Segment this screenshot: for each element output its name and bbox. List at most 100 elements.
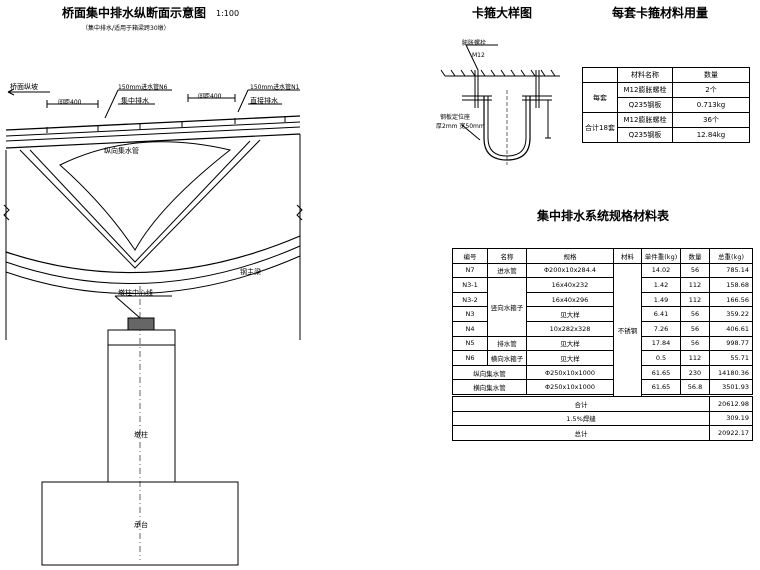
table-cell: Q235钢板	[617, 97, 673, 113]
table-cell: 1.49	[641, 291, 681, 308]
header-cell: 编号	[452, 248, 488, 264]
summary-label: 1.5%焊缝	[452, 410, 710, 427]
table-cell: N3	[452, 306, 488, 322]
table-row: N7 进水管 Φ200x10x284.4 不锈钢 14.02 56 785.14	[452, 262, 753, 397]
table-row: Q235钢板 12.84kg	[583, 127, 750, 143]
header-cell: 规格	[526, 248, 614, 264]
summary-value: 20922.17	[709, 425, 753, 441]
table-cell: 998.77	[709, 335, 753, 352]
table-cell: 12.84kg	[672, 127, 750, 143]
table-row: 纵向集水管 Φ250x10x1000 61.65 230 14180.36	[452, 364, 753, 381]
label-cap: 承台	[134, 521, 148, 529]
left-drawing-title: 桥面集中排水纵断面示意图	[62, 6, 207, 20]
table-cell: N4	[452, 320, 488, 337]
materials-table: 材料名称 数量 每套 M12膨胀螺栓 2个 Q235钢板 0.713kg 合计1…	[582, 67, 750, 143]
table-cell: 56	[680, 306, 710, 322]
table-cell: M12膨胀螺栓	[617, 112, 673, 128]
table-cell: 55.71	[709, 350, 753, 366]
header-cell: 名称	[487, 248, 527, 264]
label-pier: 墩柱	[134, 431, 148, 439]
table-row: 每套 M12膨胀螺栓 2个	[582, 82, 750, 113]
table-cell: M12膨胀螺栓	[617, 82, 673, 98]
clamp-detail-title: 卡箍大样图	[472, 6, 533, 20]
table-cell: 56.8	[680, 379, 710, 395]
table-cell: 1.42	[641, 277, 681, 293]
table-cell: 166.56	[709, 291, 753, 308]
table-cell: Φ250x10x1000	[526, 379, 614, 395]
table-cell: 61.65	[641, 379, 681, 395]
table-cell: 359.22	[709, 306, 753, 322]
table-cell: 785.14	[709, 262, 753, 279]
table-cell: 112	[680, 350, 710, 366]
label-pier-centerline: 墩柱中心线	[118, 289, 153, 297]
table-cell: 竖向水箍子	[487, 277, 527, 337]
system-material-table: 编号 名称 规格 材料 单件重(kg) 数量 总重(kg) N7 进水管 Φ20…	[452, 248, 753, 441]
group-cell: 每套	[582, 82, 618, 113]
label-m12: M12	[472, 52, 485, 59]
header-cell: 材料	[613, 248, 642, 264]
table-row: 合计18套 M12膨胀螺栓 36个	[582, 112, 750, 143]
table-cell: 16x40x296	[526, 291, 614, 308]
table-cell: 排水管	[487, 335, 527, 352]
table-cell: 36个	[672, 112, 750, 128]
table-row: N3-2 16x40x296 1.49 112 166.56	[452, 291, 753, 308]
table-cell: 横向水箍子	[487, 350, 527, 366]
label-inlet-n1: 150mm进水管N1	[250, 84, 300, 91]
table-cell: 56	[680, 262, 710, 279]
table-row: N3 见大样 6.41 56 359.22	[452, 306, 753, 322]
materials-table-title: 每套卡箍材料用量	[612, 6, 709, 20]
system-table-title: 集中排水系统规格材料表	[537, 209, 670, 223]
table-cell: 2个	[672, 82, 750, 98]
table-cell: 14.02	[641, 262, 681, 279]
header-cell: 材料名称	[617, 67, 673, 83]
table-cell: 横向集水管	[452, 379, 527, 395]
table-cell: 见大样	[526, 306, 614, 322]
table-cell: 6.41	[641, 306, 681, 322]
table-row: 编号 名称 规格 材料 单件重(kg) 数量 总重(kg)	[452, 248, 753, 264]
label-plate-thickness: 厚2mm 宽50mm	[436, 123, 485, 130]
summary-row: 总计 20922.17	[452, 425, 753, 441]
label-central-drain: 集中排水	[121, 97, 149, 105]
table-cell: N3-1	[452, 277, 488, 293]
table-cell: 158.68	[709, 277, 753, 293]
table-cell: 56	[680, 320, 710, 337]
table-row: N6 横向水箍子 见大样 0.5 112 55.71	[452, 350, 753, 366]
table-row: N4 10x282x328 7.26 56 406.61	[452, 320, 753, 337]
left-drawing-scale: 1:100	[216, 9, 240, 18]
summary-value: 309.19	[709, 410, 753, 427]
table-cell: 3501.93	[709, 379, 753, 395]
table-cell: 见大样	[526, 350, 614, 366]
table-cell: 112	[680, 291, 710, 308]
label-plate-seat: 钢板定位座	[440, 114, 471, 121]
table-cell: N7	[452, 262, 488, 279]
table-cell: 17.84	[641, 335, 681, 352]
table-cell: Q235钢板	[617, 127, 673, 143]
label-direct-drain: 直接排水	[250, 97, 278, 105]
table-cell: 0.713kg	[672, 97, 750, 113]
table-cell: N3-2	[452, 291, 488, 308]
header-cell: 数量	[672, 67, 750, 83]
summary-label: 合计	[452, 395, 710, 412]
summary-label: 总计	[452, 425, 710, 441]
label-inlet-n6: 150mm进水管N6	[118, 84, 168, 91]
table-cell: 16x40x232	[526, 277, 614, 293]
table-cell: 0.5	[641, 350, 681, 366]
header-cell: 单件重(kg)	[641, 248, 681, 264]
label-steel-girder: 钢主梁	[240, 268, 261, 276]
left-drawing-subtitle: （集中排水/适用于箱梁跨30墩）	[82, 25, 170, 32]
table-cell: 406.61	[709, 320, 753, 337]
table-cell: 进水管	[487, 262, 527, 279]
table-cell: 7.26	[641, 320, 681, 337]
table-cell: N5	[452, 335, 488, 352]
material-cell: 不锈钢	[613, 262, 642, 397]
table-row: N3-1 竖向水箍子 16x40x232 1.42 112 158.68	[452, 277, 753, 337]
summary-row: 1.5%焊缝 309.19	[452, 410, 753, 427]
table-cell: Φ250x10x1000	[526, 364, 614, 381]
table-cell: 112	[680, 277, 710, 293]
summary-value: 20612.98	[709, 395, 753, 412]
table-row: 横向集水管 Φ250x10x1000 61.65 56.8 3501.93	[452, 379, 753, 395]
label-spacing-b: 间距400	[198, 93, 222, 100]
table-cell: 61.65	[641, 364, 681, 381]
